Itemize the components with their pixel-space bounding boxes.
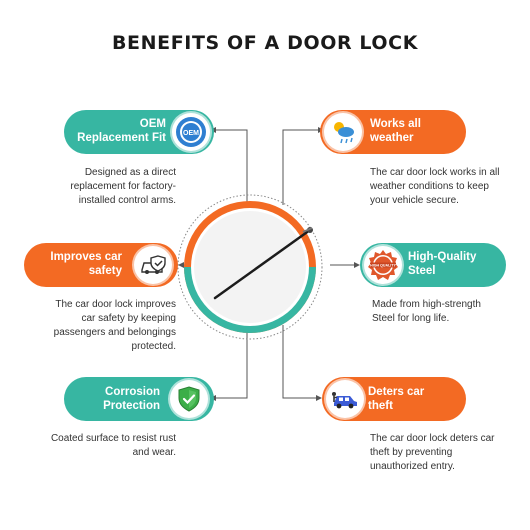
connector-steel-arrow <box>354 262 360 268</box>
benefit-weather-title-1: Works all <box>370 118 421 130</box>
benefit-steel-title-2: Steel <box>408 265 436 277</box>
benefit-steel-title-1: High-Quality <box>408 251 477 263</box>
benefit-oem-desc: Designed as a direct replacement for fac… <box>70 167 176 206</box>
connector-corrosion <box>214 325 248 399</box>
page-title: BENEFITS OF A DOOR LOCK <box>111 32 419 54</box>
benefit-theft-desc: The car door lock deters car theft by pr… <box>370 433 495 472</box>
benefit-pill-safety: Improves car safety <box>24 243 178 287</box>
benefit-oem-title-2: Replacement Fit <box>77 132 166 144</box>
weather-icon <box>324 113 362 151</box>
benefit-theft-title-1: Deters car <box>368 386 425 398</box>
high-quality-badge-icon: HIGH QUALITY <box>364 246 402 284</box>
product-circle <box>177 194 323 340</box>
door-lock-rod <box>213 228 312 300</box>
benefit-theft-title-2: theft <box>368 400 393 412</box>
benefit-safety-title-2: safety <box>88 265 122 277</box>
benefit-corrosion-desc: Coated surface to resist rust and wear. <box>50 433 176 458</box>
benefit-pill-theft: Deters car theft <box>322 377 466 421</box>
benefit-weather-desc: The car door lock works in all weather c… <box>370 167 500 206</box>
connector-theft <box>282 325 318 399</box>
benefit-corrosion-title-2: Protection <box>103 400 160 412</box>
benefit-pill-steel: HIGH QUALITY High-Quality Steel <box>360 243 506 287</box>
benefit-steel-desc: Made from high-strength Steel for long l… <box>372 299 481 324</box>
benefit-safety-desc: The car door lock improves car safety by… <box>53 299 176 352</box>
connector-oem <box>214 129 248 205</box>
benefit-pill-corrosion: Corrosion Protection <box>64 377 214 421</box>
connector-weather <box>282 129 320 205</box>
connector-theft-arrow <box>316 395 322 401</box>
benefit-pill-weather: Works all weather <box>320 110 466 154</box>
benefit-pill-oem: OEM Replacement Fit OEM <box>64 110 214 154</box>
svg-text:HIGH QUALITY: HIGH QUALITY <box>370 264 396 268</box>
svg-text:OEM: OEM <box>183 130 199 137</box>
benefit-oem-title-1: OEM <box>139 118 166 130</box>
benefit-corrosion-title-1: Corrosion <box>105 386 160 398</box>
oem-badge-icon: OEM <box>172 113 210 151</box>
benefit-safety-title-1: Improves car <box>50 251 122 263</box>
car-shield-icon <box>134 246 172 284</box>
connector-safety-arrow <box>178 262 184 268</box>
thief-car-icon <box>326 380 364 418</box>
green-shield-check-icon <box>170 380 208 418</box>
benefit-weather-title-2: weather <box>370 132 414 144</box>
